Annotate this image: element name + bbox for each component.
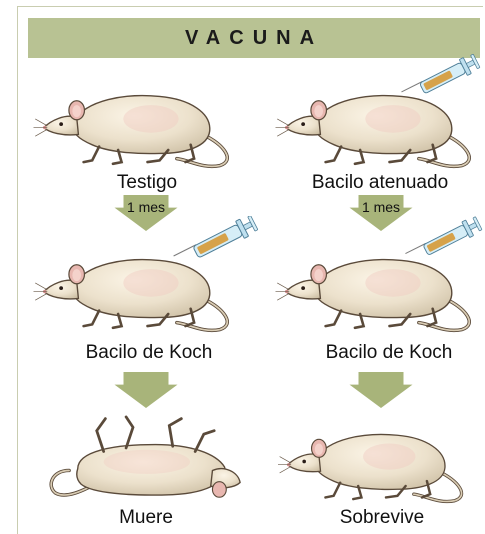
syringe-icon (404, 216, 484, 262)
label-bacilo-de-koch: Bacilo de Koch (326, 342, 453, 364)
label-muere: Muere (119, 507, 173, 529)
header-bar: VACUNA (28, 18, 480, 58)
arrow-label-1-mes: 1 mes (362, 199, 400, 215)
arrow-label-1-mes: 1 mes (127, 199, 165, 215)
label-bacilo-de-koch: Bacilo de Koch (86, 342, 213, 364)
label-bacilo-atenuado: Bacilo atenuado (312, 172, 448, 194)
syringe-icon (172, 216, 260, 264)
rat-icon (28, 74, 248, 169)
label-sobrevive: Sobrevive (340, 507, 425, 529)
header-title: VACUNA (185, 27, 323, 50)
arrow-down-icon (345, 372, 417, 408)
syringe-icon (400, 54, 482, 100)
label-testigo: Testigo (117, 172, 177, 194)
rat-icon (272, 414, 482, 504)
dead-rat-icon (30, 410, 255, 505)
arrow-down-icon (110, 372, 182, 408)
